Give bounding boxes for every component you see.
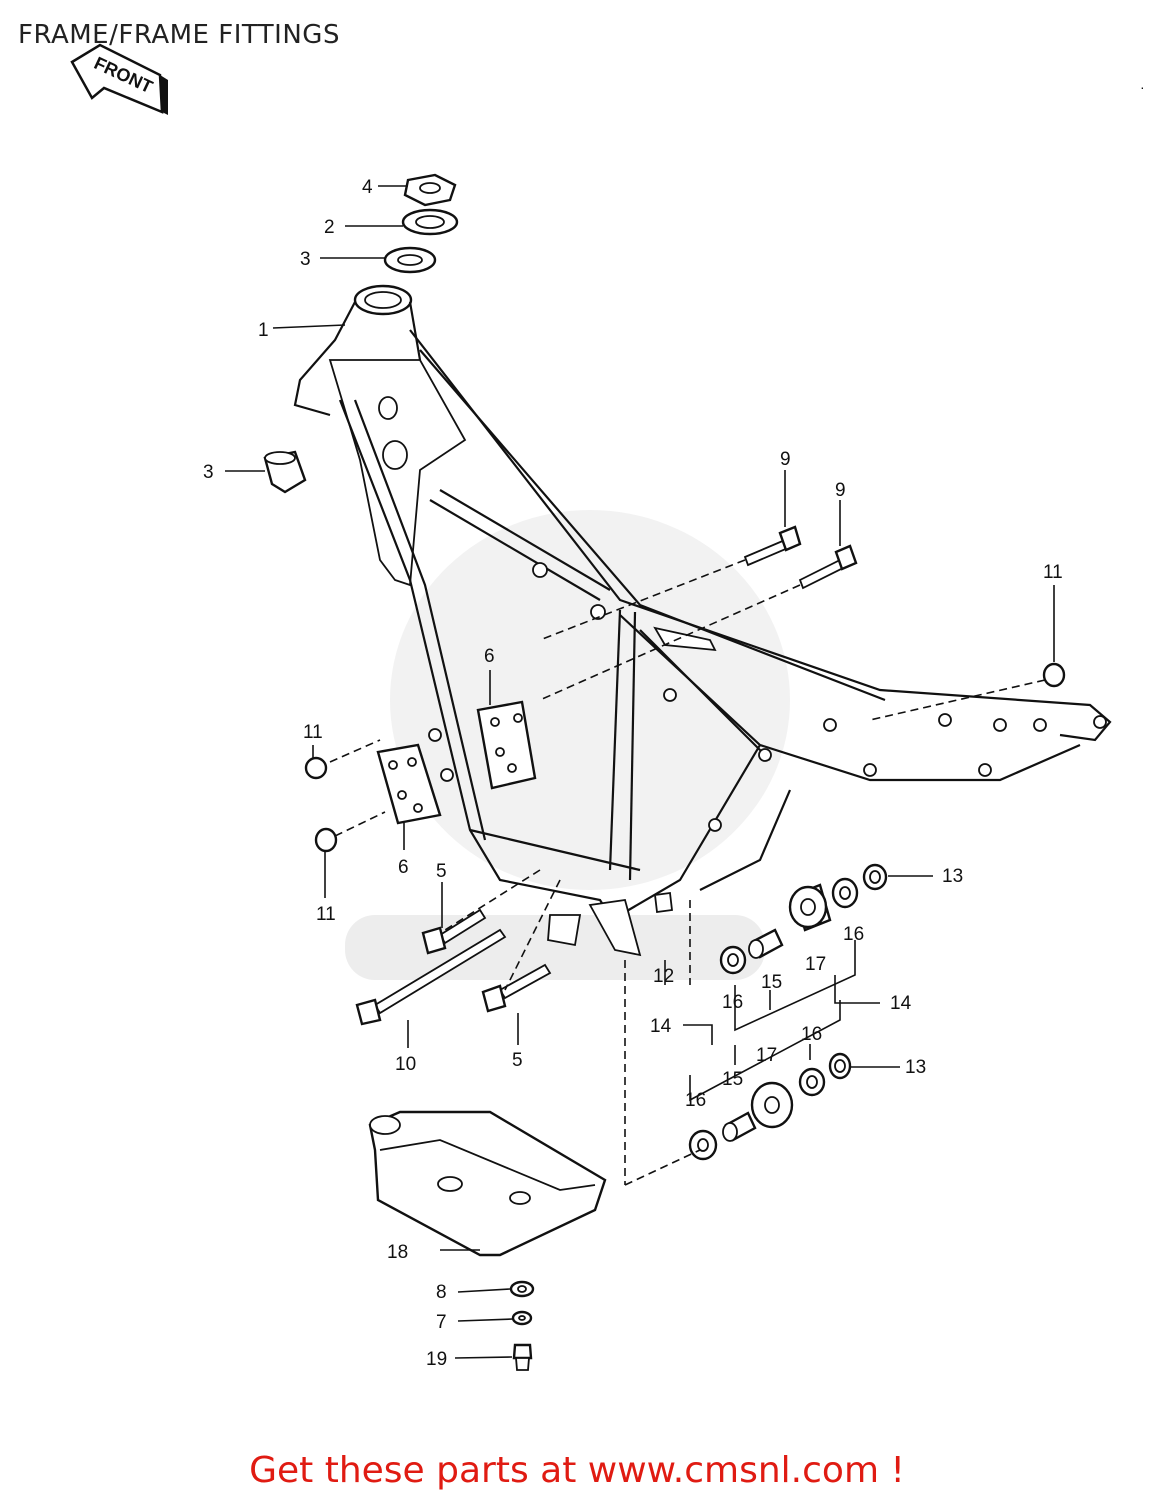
callout-16: 16	[685, 1090, 706, 1111]
callout-5: 5	[512, 1050, 523, 1071]
part-16-washer-lower-right[interactable]	[798, 1067, 826, 1097]
part-16-washer-upper-left[interactable]	[719, 945, 747, 975]
callout-10: 10	[395, 1054, 416, 1075]
part-16-washer-upper-right[interactable]	[831, 877, 859, 909]
part-11-collar-lower-left[interactable]	[314, 827, 338, 853]
part-11-collar-upper-left[interactable]	[304, 756, 328, 780]
callout-5: 5	[436, 861, 447, 882]
callout-13: 13	[905, 1057, 926, 1078]
part-9-bolt-lower[interactable]	[798, 544, 858, 590]
leader-lines	[225, 185, 1055, 1359]
part-10-long-bolt[interactable]	[355, 928, 507, 1026]
part-4-steering-stem-nut[interactable]	[403, 173, 457, 207]
callout-12: 12	[653, 966, 674, 987]
part-16-washer-lower-left[interactable]	[688, 1129, 718, 1161]
callout-6: 6	[398, 857, 409, 878]
callout-3: 3	[300, 249, 311, 270]
callout-11: 11	[303, 722, 323, 743]
callout-labels: 4 2 3 1 3 9 9 11 6 11 6 11 5 13 16 17 12…	[203, 177, 1063, 1370]
part-17-damper-upper[interactable]	[788, 883, 832, 932]
part-6-engine-plate-upper[interactable]	[476, 700, 537, 790]
part-3-upper-bearing[interactable]	[383, 246, 437, 274]
callout-9: 9	[835, 480, 846, 501]
part-13-nut-upper[interactable]	[862, 863, 888, 891]
part-18-skid-plate[interactable]	[368, 1110, 607, 1257]
callout-19: 19	[426, 1349, 447, 1370]
callout-3: 3	[203, 462, 214, 483]
callout-16: 16	[843, 924, 864, 945]
page-title: FRAME/FRAME FITTINGS	[18, 20, 340, 50]
callout-8: 8	[436, 1282, 447, 1303]
callout-15: 15	[722, 1069, 743, 1090]
part-15-collar-lower[interactable]	[722, 1111, 757, 1142]
callout-9: 9	[780, 449, 791, 470]
cta-link[interactable]: Get these parts at www.cmsnl.com !	[249, 1450, 905, 1491]
callout-16: 16	[722, 992, 743, 1013]
callout-18: 18	[387, 1242, 408, 1263]
callout-15: 15	[761, 972, 782, 993]
callout-17: 17	[756, 1045, 777, 1066]
part-5-bolt-lower[interactable]	[481, 963, 552, 1013]
part-11-collar-right[interactable]	[1042, 662, 1066, 688]
callout-2: 2	[324, 217, 335, 238]
part-9-bolt-upper[interactable]	[743, 525, 802, 567]
part-8-washer[interactable]	[509, 1280, 535, 1298]
part-5-bolt-upper[interactable]	[421, 908, 487, 955]
callout-1: 1	[258, 320, 269, 341]
callout-14: 14	[650, 1016, 672, 1037]
callout-17: 17	[805, 954, 826, 975]
part-17-damper-lower[interactable]	[750, 1081, 794, 1129]
callout-16: 16	[801, 1024, 822, 1045]
part-12-bracket[interactable]	[654, 891, 673, 914]
callout-13: 13	[942, 866, 963, 887]
svg-text:·: ·	[1140, 79, 1145, 95]
frame-assembly	[293, 284, 1112, 957]
callout-6: 6	[484, 646, 495, 667]
part-3-lower-bearing[interactable]	[263, 450, 307, 494]
part-15-collar-upper[interactable]	[748, 928, 784, 959]
part-13-nut-lower[interactable]	[828, 1052, 852, 1080]
callout-14: 14	[890, 993, 912, 1014]
part-19-bolt[interactable]	[512, 1343, 533, 1371]
part-2-bearing-race[interactable]	[401, 208, 459, 236]
callout-11: 11	[316, 904, 336, 925]
part-7-lock-washer[interactable]	[511, 1310, 533, 1326]
callout-11: 11	[1043, 562, 1063, 583]
callout-7: 7	[436, 1312, 447, 1333]
callout-4: 4	[362, 177, 373, 198]
part-6-engine-plate-lower[interactable]	[376, 743, 442, 825]
front-arrow-icon: FRONT	[70, 43, 168, 115]
